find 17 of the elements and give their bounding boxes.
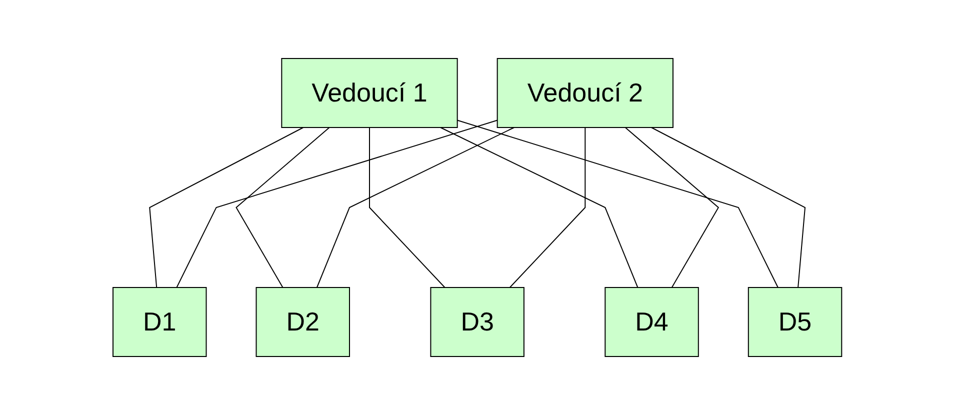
connector — [624, 127, 720, 288]
connector — [510, 127, 586, 288]
connector — [651, 127, 806, 288]
node-box: D4 — [604, 287, 700, 357]
connector — [149, 127, 304, 288]
connector — [440, 127, 638, 288]
node-box: D2 — [256, 287, 350, 357]
node-box: D3 — [430, 287, 525, 357]
connector — [457, 120, 779, 288]
node-box: D5 — [748, 287, 842, 357]
node-box: Vedoucí 2 — [497, 58, 674, 128]
node-box: Vedoucí 1 — [281, 58, 458, 128]
node-box: D1 — [112, 287, 207, 357]
connector — [369, 127, 446, 288]
connector — [176, 120, 498, 288]
connector — [316, 127, 515, 288]
connector — [236, 127, 330, 288]
